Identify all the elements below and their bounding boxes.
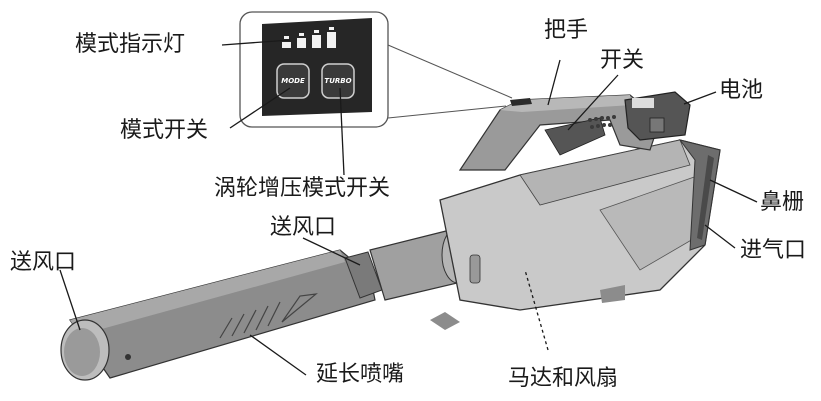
extension-nozzle [60,249,383,381]
label-air-inlet: 进气口 [740,238,807,263]
main-housing [430,139,721,330]
label-mode-switch: 模式开关 [120,118,209,143]
label-handle: 把手 [544,18,589,43]
label-switch: 开关 [600,48,645,73]
battery [624,91,691,141]
label-extension-nozzle: 延长喷嘴 [316,362,405,387]
turbo-button-label: TURBO [324,77,351,85]
blower-illustration [60,91,721,381]
label-motor-fan: 马达和风扇 [508,366,619,391]
label-mode-indicator: 模式指示灯 [75,32,186,57]
mode-button[interactable]: MODE [276,63,310,99]
label-battery: 电池 [719,78,764,103]
nozzle-grip-ridges [219,293,318,339]
label-outlet-left: 送风口 [10,250,77,275]
handle-panel [510,98,532,106]
mode-indicator-lights [282,27,336,48]
label-nose-grille: 鼻栅 [760,190,805,215]
control-panel-inset: MODE TURBO [239,11,389,128]
mode-button-label: MODE [281,77,305,85]
trigger-switch [544,117,606,156]
leader-lines [59,39,758,376]
label-turbo-switch: 涡轮增压模式开关 [214,176,391,201]
nose-grille [678,139,721,251]
handle-vents [588,115,616,129]
turbo-button[interactable]: TURBO [321,63,355,99]
label-outlet-upper: 送风口 [270,215,337,240]
inset-zoom-lines [387,44,513,119]
handle [458,94,661,171]
